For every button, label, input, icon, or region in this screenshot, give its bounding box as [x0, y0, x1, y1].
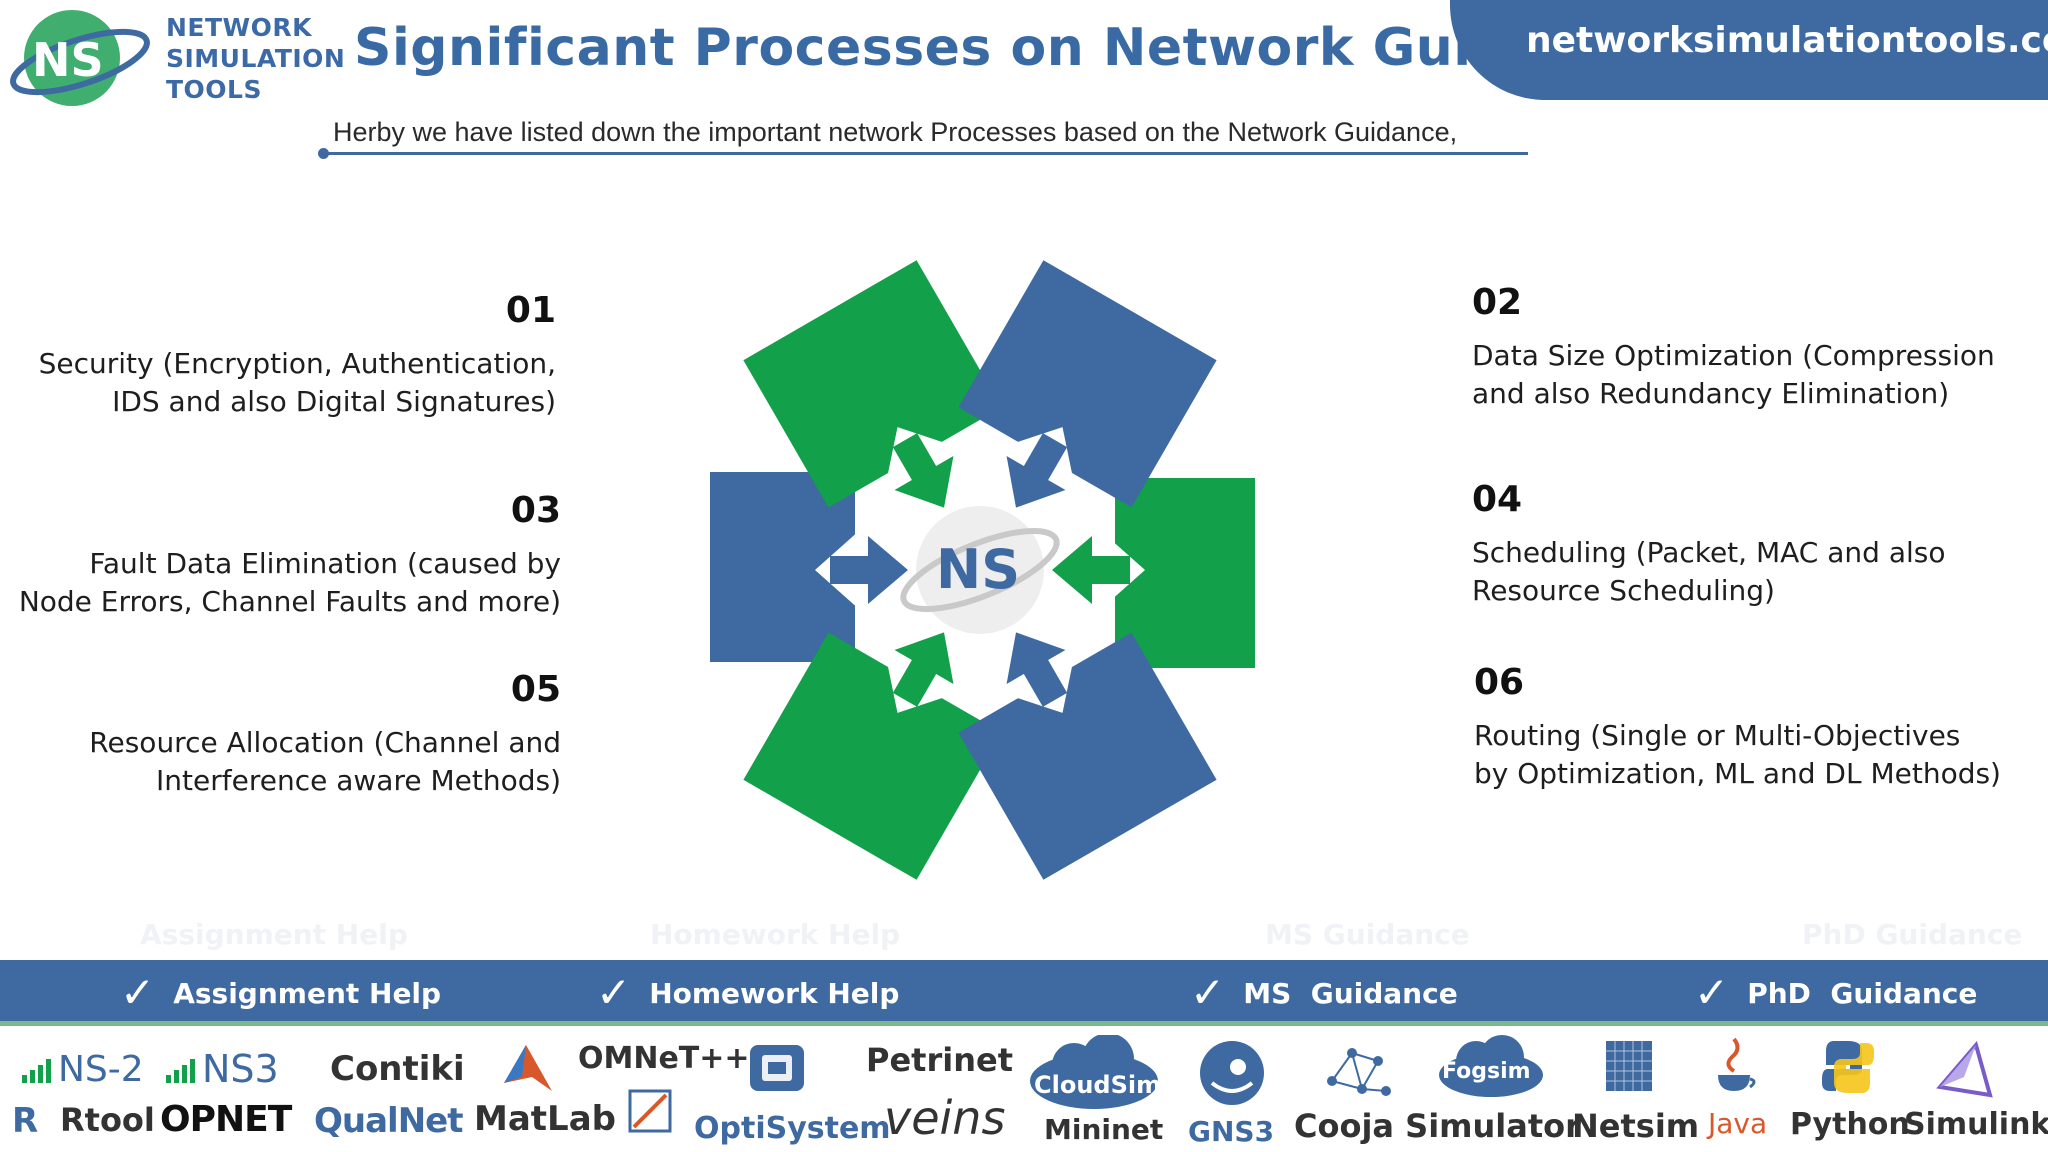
process-text-line: and also Redundancy Elimination) [1472, 377, 1950, 410]
process-text-line: Resource Scheduling) [1472, 574, 1775, 607]
service-homework-help[interactable]: ✓ Homework Help [596, 960, 899, 1026]
tool-gns3: GNS3 [1188, 1115, 1275, 1148]
service-label: PhD Guidance [1747, 976, 1978, 1010]
tool-simulink: Simulink [1904, 1107, 2048, 1142]
process-number: 03 [510, 490, 561, 531]
tool-rtool-r: R [12, 1101, 39, 1141]
process-number: 01 [505, 290, 556, 331]
process-item-04: 04 Scheduling (Packet, MAC and also Reso… [1472, 479, 1945, 610]
process-text-line: Interference aware Methods) [156, 764, 561, 797]
simulink-icon [1936, 1040, 1993, 1098]
tool-rtool: Rtool [60, 1101, 155, 1139]
cooja-network-icon [1327, 1048, 1391, 1096]
cloud-icon [1030, 1035, 1158, 1109]
process-text-line: Routing (Single or Multi-Objectives [1474, 719, 1961, 752]
signal-bars-icon [22, 1059, 51, 1083]
tool-matlab: MatLab [474, 1099, 616, 1139]
logo-line-2: SIMULATION [166, 44, 346, 73]
tool-omnet: OMNeT++ [578, 1041, 750, 1076]
logo-line-1: NETWORK [166, 13, 313, 42]
site-url-link[interactable]: networksimulationtools.com [1526, 20, 2048, 61]
tool-opnet: OPNET [160, 1099, 292, 1140]
band-ghost-text: PhD Guidance [1802, 918, 2023, 951]
tool-contiki: Contiki [330, 1049, 465, 1089]
checkmark-icon: ✓ [1694, 968, 1730, 1017]
arrow-block-bottom-right [958, 632, 1217, 880]
service-label: Homework Help [649, 976, 900, 1010]
service-label: Assignment Help [173, 976, 442, 1010]
process-text-line: Security (Encryption, Authentication, [38, 347, 556, 380]
brand-logo[interactable]: NS NETWORK SIMULATION TOOLS [10, 4, 345, 112]
services-band: ✓ Assignment Help ✓ Homework Help ✓ MS G… [0, 960, 2048, 1026]
tool-cooja: Cooja Simulator [1294, 1107, 1581, 1145]
checkmark-icon: ✓ [1190, 968, 1226, 1017]
page-subtitle: Herby we have listed down the important … [333, 117, 1458, 147]
service-label: MS Guidance [1243, 976, 1458, 1010]
tool-veins: veins [884, 1091, 1006, 1145]
page-title: Significant Processes on Network Guidanc… [354, 18, 1650, 78]
band-ghost-text: Homework Help [650, 918, 901, 951]
logo-line-3: TOOLS [166, 75, 262, 104]
process-text-line: Scheduling (Packet, MAC and also [1472, 536, 1946, 569]
center-initials: NS [936, 538, 1020, 601]
process-item-06: 06 Routing (Single or Multi-Objectives b… [1474, 662, 2001, 793]
java-cup-icon [1718, 1037, 1756, 1091]
python-logo-icon [1822, 1041, 1874, 1093]
tool-netsim: Netsim [1572, 1107, 1700, 1145]
tool-fogsim: Fogsim [1442, 1059, 1531, 1084]
logo-wordmark: NETWORK SIMULATION TOOLS [166, 12, 345, 105]
process-text-line: Node Errors, Channel Faults and more) [18, 585, 561, 618]
process-number: 02 [1472, 282, 1523, 323]
process-number: 06 [1474, 662, 1525, 703]
process-text-line: Resource Allocation (Channel and [89, 726, 561, 759]
central-arrows-graphic: NS [710, 260, 1255, 880]
arrow-block-bottom-left [743, 632, 1002, 880]
signal-bars-icon [166, 1059, 195, 1083]
arrow-block-top-left [743, 260, 1002, 508]
fogsim-cloud-icon [1439, 1035, 1543, 1097]
checkmark-icon: ✓ [120, 968, 156, 1017]
tool-ns3: NS3 [202, 1047, 279, 1091]
band-ghost-text: Assignment Help [140, 918, 408, 951]
tool-java: Java [1708, 1107, 1768, 1140]
process-number: 05 [510, 669, 561, 710]
tool-petrinet: Petrinet [866, 1041, 1013, 1079]
tool-python: Python [1790, 1107, 1910, 1142]
netsim-grid-icon [1606, 1041, 1652, 1091]
process-item-05: 05 Resource Allocation (Channel and Inte… [89, 669, 561, 800]
service-phd-guidance[interactable]: ✓ PhD Guidance [1694, 960, 1977, 1026]
process-item-01: 01 Security (Encryption, Authentication,… [39, 290, 556, 421]
subtitle-divider [322, 152, 1528, 155]
service-assignment-help[interactable]: ✓ Assignment Help [120, 960, 441, 1026]
process-text-line: IDS and also Digital Signatures) [112, 385, 556, 418]
process-number: 04 [1472, 479, 1523, 520]
arrow-block-top-right [958, 260, 1217, 508]
checkmark-icon: ✓ [596, 968, 632, 1017]
optisystem-icon [750, 1045, 804, 1091]
tool-mininet: Mininet [1044, 1113, 1164, 1146]
matlab-icon [504, 1045, 552, 1091]
tool-ns2: NS-2 [58, 1049, 144, 1090]
tools-logos-row: NS-2 NS3 Contiki OMNeT++ Petrinet CloudS… [0, 1031, 2048, 1152]
process-item-02: 02 Data Size Optimization (Compression a… [1472, 282, 1995, 413]
optisystem-graph-icon [628, 1089, 672, 1133]
tool-optisystem: OptiSystem [694, 1111, 891, 1146]
process-item-03: 03 Fault Data Elimination (caused by Nod… [19, 490, 561, 621]
process-text-line: Data Size Optimization (Compression [1472, 339, 1995, 372]
band-ghost-text: MS Guidance [1265, 918, 1470, 951]
tool-qualnet: QualNet [314, 1101, 463, 1141]
process-text-line: by Optimization, ML and DL Methods) [1474, 757, 2001, 790]
gns3-chameleon-icon [1200, 1041, 1264, 1105]
tool-cloudsim: CloudSim [1034, 1071, 1162, 1099]
process-text-line: Fault Data Elimination (caused by [89, 547, 561, 580]
logo-initials: NS [32, 33, 104, 87]
service-ms-guidance[interactable]: ✓ MS Guidance [1190, 960, 1458, 1026]
ns-logo-icon: NS [10, 10, 150, 106]
url-tab [1450, 0, 2048, 100]
